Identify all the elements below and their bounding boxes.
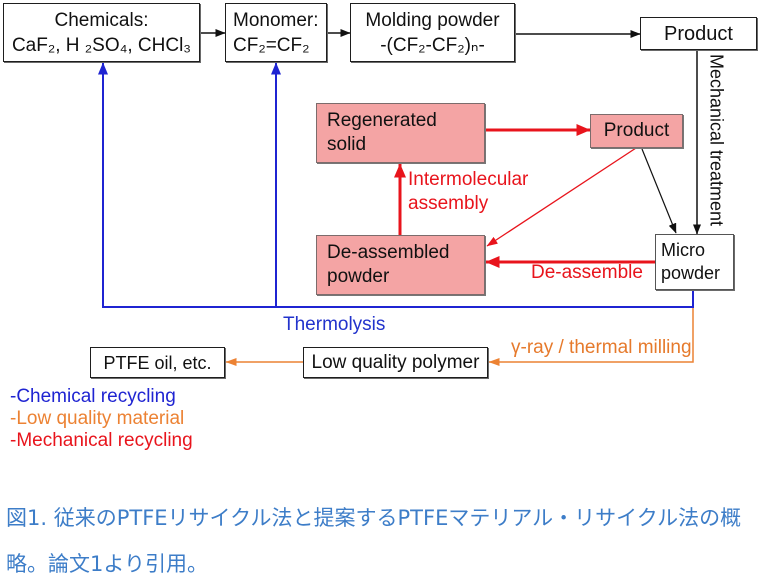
regenerated-solid-box: Regenerated solid (316, 103, 485, 163)
de-assemble-label: De-assemble (531, 262, 643, 283)
gamma-ray-thermal-milling-label: γ-ray / thermal milling (511, 337, 692, 358)
molding-powder-formula: -(CF₂-CF₂)ₙ- (380, 34, 485, 56)
de-assembled-powder-box: De-assembled powder (316, 235, 485, 295)
product-top-label: Product (664, 22, 733, 45)
legend-item-mechanical-recycling: -Mechanical recycling (10, 430, 193, 451)
product-middle-label: Product (603, 120, 670, 141)
arrow-product-to-de-assembled-powder (486, 147, 637, 247)
de-assembled-powder-line1: De-assembled (327, 242, 450, 263)
intermolecular-assembly-line2: assembly (408, 193, 489, 214)
legend: -Chemical recycling -Low quality materia… (10, 386, 193, 452)
figure-caption-line1: 図1. 従来のPTFEリサイクル法と提案するPTFEマテリアル・リサイクル法の概 (6, 506, 742, 530)
chemicals-box: Chemicals: CaF₂, H ₂SO₄, CHCl₃ (3, 3, 200, 62)
product-middle-box: Product (590, 114, 683, 148)
mechanical-treatment-label: Mechanical treatment (706, 53, 727, 227)
molding-powder-title: Molding powder (365, 9, 500, 31)
micro-powder-line2: powder (661, 263, 721, 283)
de-assembled-powder-line2: powder (327, 266, 390, 287)
low-quality-polymer-box: Low quality polymer (303, 347, 488, 378)
monomer-formula: CF₂=CF₂ (233, 34, 310, 56)
micro-powder-box: Micro powder (655, 234, 734, 290)
legend-item-low-quality-material: -Low quality material (10, 408, 185, 429)
molding-powder-box: Molding powder -(CF₂-CF₂)ₙ- (350, 3, 515, 62)
product-top-box: Product (640, 17, 757, 50)
monomer-box: Monomer: CF₂=CF₂ (225, 3, 327, 62)
arrow-micro-powder-to-low-quality-polymer (488, 300, 694, 366)
thermolysis-label: Thermolysis (283, 314, 386, 335)
figure-caption-line2: 略。論文1より引用。 (6, 552, 208, 576)
regenerated-solid-line1: Regenerated (327, 110, 437, 131)
intermolecular-assembly-line1: Intermolecular (408, 169, 529, 190)
regenerated-solid-line2: solid (327, 134, 367, 155)
ptfe-oil-label: PTFE oil, etc. (103, 352, 212, 373)
ptfe-oil-box: PTFE oil, etc. (90, 347, 225, 378)
micro-powder-line1: Micro (661, 240, 705, 260)
chemicals-title: Chemicals: (54, 9, 149, 31)
intermolecular-assembly-label: Intermolecular assembly (408, 168, 528, 216)
low-quality-polymer-label: Low quality polymer (311, 351, 480, 373)
legend-item-chemical-recycling: -Chemical recycling (10, 386, 176, 407)
arrow-product-middle-to-micro-powder (641, 148, 677, 234)
monomer-title: Monomer: (233, 9, 319, 31)
chemicals-formulas: CaF₂, H ₂SO₄, CHCl₃ (11, 34, 192, 56)
arrow-thermolysis-to-chemicals (98, 62, 694, 308)
